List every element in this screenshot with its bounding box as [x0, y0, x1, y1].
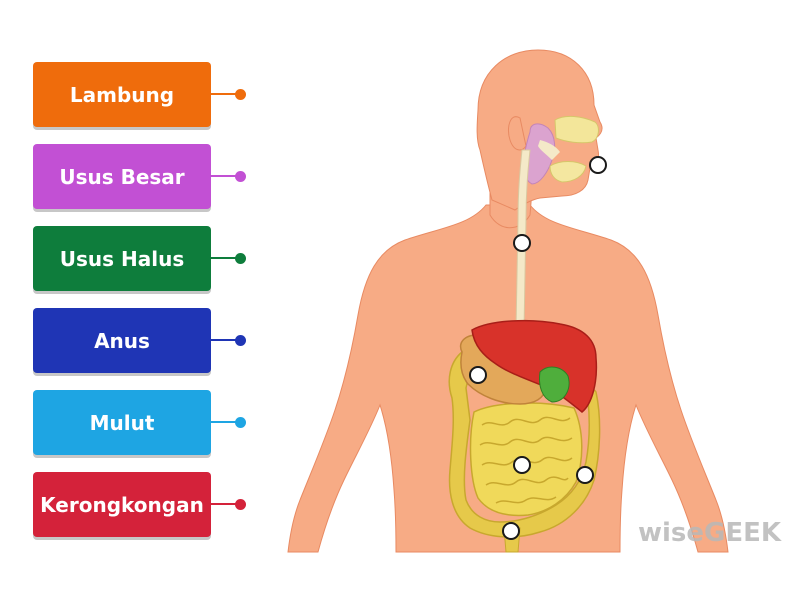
label-kerongkongan[interactable]: Kerongkongan: [33, 472, 211, 537]
drop-target-stomach[interactable]: [469, 366, 487, 384]
nasal-cavity: [554, 115, 599, 144]
drop-target-large-intestine[interactable]: [576, 466, 594, 484]
mouth-organs: [522, 115, 599, 185]
label-anus[interactable]: Anus: [33, 308, 211, 373]
gallbladder: [539, 366, 570, 403]
label-usus-besar[interactable]: Usus Besar: [33, 144, 211, 209]
pharynx: [538, 140, 560, 160]
connector-dot-usus-besar[interactable]: [235, 171, 246, 182]
connector-dot-mulut[interactable]: [235, 417, 246, 428]
connector-line-lambung: [211, 93, 241, 95]
connector-line-mulut: [211, 421, 241, 423]
drop-target-esophagus[interactable]: [513, 234, 531, 252]
connector-dot-anus[interactable]: [235, 335, 246, 346]
connector-line-kerongkongan: [211, 503, 241, 505]
connector-dot-lambung[interactable]: [235, 89, 246, 100]
connector-line-anus: [211, 339, 241, 341]
watermark-logo: wiseGEEK: [638, 518, 782, 548]
label-lambung[interactable]: Lambung: [33, 62, 211, 127]
connector-dot-usus-halus[interactable]: [235, 253, 246, 264]
connector-line-usus-halus: [211, 257, 241, 259]
connector-dot-kerongkongan[interactable]: [235, 499, 246, 510]
drop-target-small-intestine[interactable]: [513, 456, 531, 474]
tongue: [549, 161, 587, 183]
ear-shape: [507, 116, 527, 151]
drop-target-anus[interactable]: [502, 522, 520, 540]
label-usus-halus[interactable]: Usus Halus: [33, 226, 211, 291]
drop-target-mouth[interactable]: [589, 156, 607, 174]
label-mulut[interactable]: Mulut: [33, 390, 211, 455]
connector-line-usus-besar: [211, 175, 241, 177]
